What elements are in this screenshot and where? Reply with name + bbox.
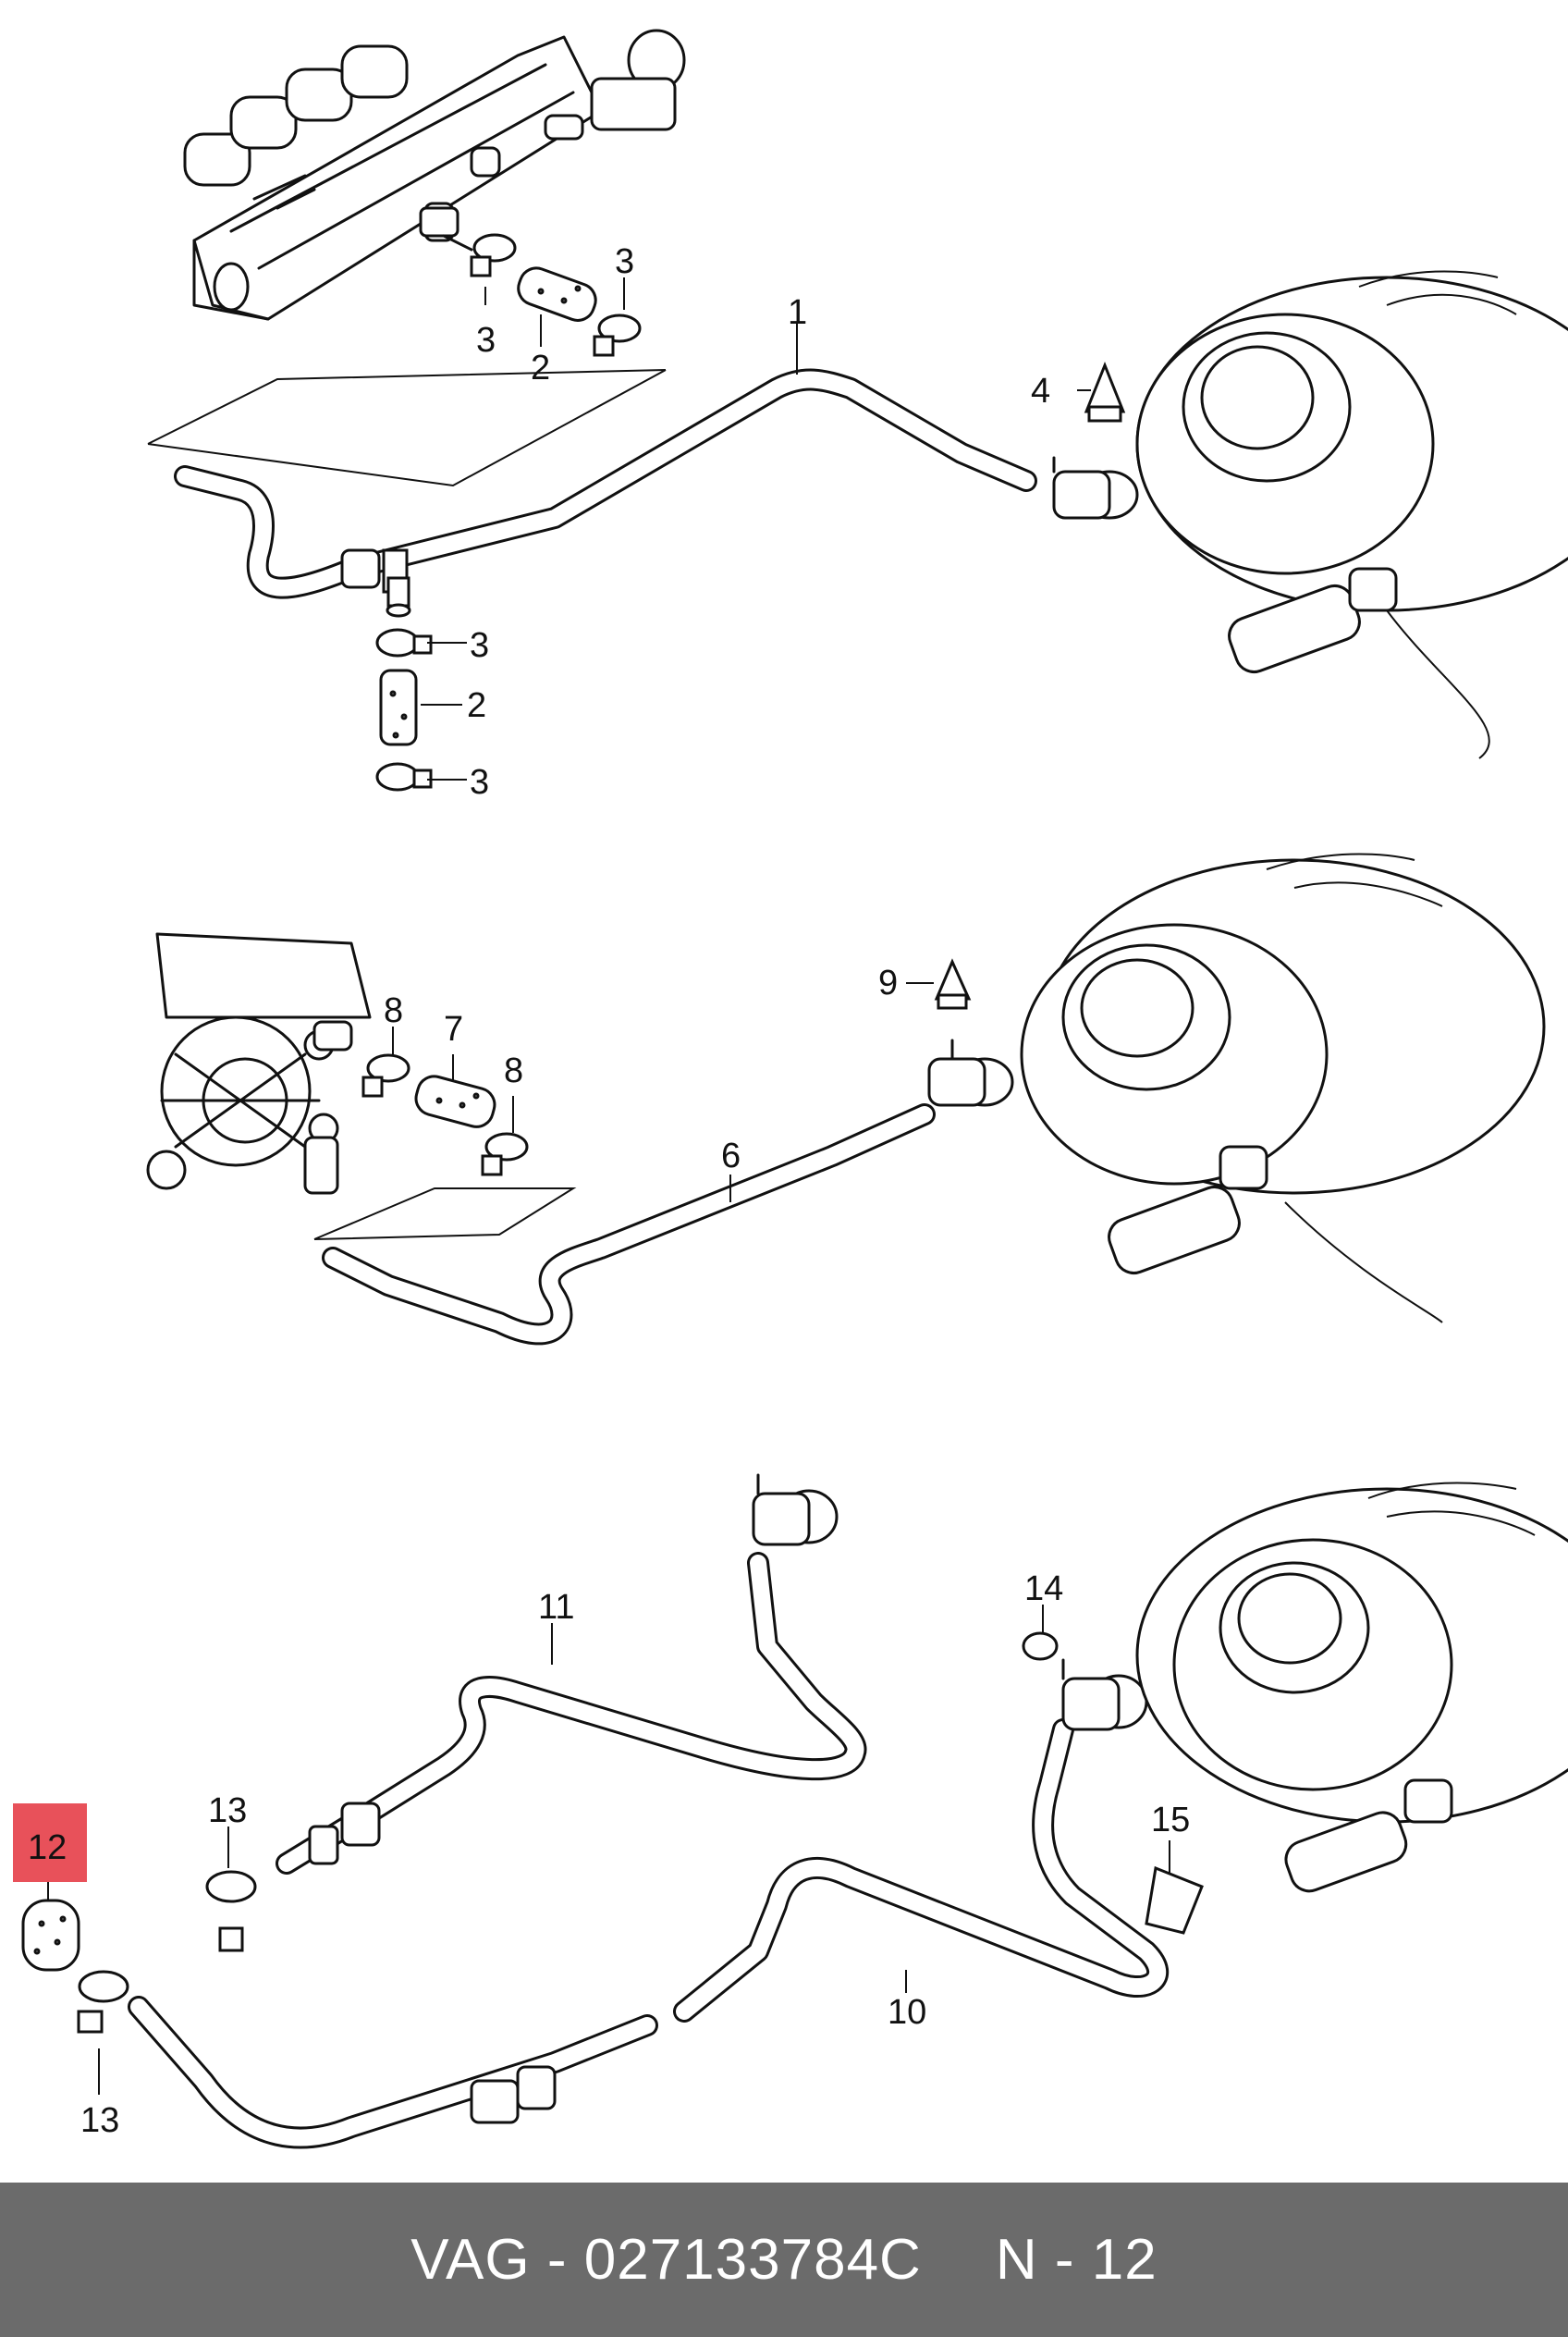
leaders-mid <box>392 982 934 1202</box>
vacuum-nipple-top <box>419 206 473 252</box>
check-valve-mid <box>927 1039 1014 1107</box>
footer-position: N - 12 <box>995 2228 1158 2292</box>
callout-6: 6 <box>721 1137 741 1175</box>
callout-14: 14 <box>1024 1569 1063 1608</box>
engine-intake-manifold <box>183 29 686 321</box>
callout-1: 1 <box>788 293 807 332</box>
callout-8b: 8 <box>504 1052 523 1090</box>
hose-clamp-13a <box>205 1870 257 1952</box>
callout-15: 15 <box>1151 1801 1190 1839</box>
callout-3a: 3 <box>615 242 634 281</box>
hose-clamp-8a <box>361 1053 410 1098</box>
leaders-bottom <box>98 1605 1170 2095</box>
callout-13b: 13 <box>80 2101 119 2140</box>
callout-3b: 3 <box>476 321 496 360</box>
vacuum-line-11 <box>276 1552 867 1875</box>
brake-booster-bottom <box>1135 1482 1568 1893</box>
callout-7: 7 <box>444 1010 463 1049</box>
check-valve-top <box>1052 456 1139 520</box>
callout-12: 12 <box>28 1828 67 1867</box>
engine-cylinder-head <box>146 932 372 1195</box>
callout-2b: 2 <box>467 686 486 725</box>
part-number-footer: VAG - 027133784C N - 12 <box>0 2183 1568 2337</box>
callout-9: 9 <box>878 964 898 1002</box>
hose-clamp-3a <box>470 233 517 277</box>
leaders-top <box>421 277 1091 781</box>
brake-booster-top <box>1135 270 1568 759</box>
callout-3c: 3 <box>470 626 489 665</box>
rubber-sleeve-7 <box>414 1075 496 1128</box>
brake-booster-mid <box>1020 853 1546 1323</box>
bracket-15 <box>1145 1865 1204 1935</box>
sleeve-12-highlight <box>13 1803 87 1972</box>
footer-part-number: VAG - 027133784C <box>410 2228 922 2292</box>
exploded-parts-diagram: 1 2 3 3 4 3 2 3 <box>13 29 1568 2149</box>
vacuum-line-1 <box>174 368 1037 599</box>
check-valve-hose10 <box>1061 1658 1148 1731</box>
callout-4: 4 <box>1031 372 1050 411</box>
callout-3d: 3 <box>470 763 489 802</box>
callout-10: 10 <box>888 1993 926 2032</box>
callout-13a: 13 <box>208 1791 247 1830</box>
callout-2a: 2 <box>531 349 550 387</box>
cap-9 <box>934 958 972 1010</box>
hose-clamp-8b <box>481 1132 529 1176</box>
rubber-sleeve-2a <box>517 266 597 322</box>
hose-clamp-3d <box>375 762 433 792</box>
hose-clamp-3c <box>375 628 433 658</box>
rubber-sleeve-2b <box>379 669 418 746</box>
vacuum-line-10 <box>128 1718 1170 2149</box>
cap-4 <box>1084 361 1126 423</box>
hose-clamp-3b <box>593 314 642 357</box>
t-piece-connector <box>386 576 411 618</box>
guide-lines-mid <box>313 1187 577 1240</box>
guide-lines-top <box>147 369 667 487</box>
clip-14 <box>1022 1631 1059 1661</box>
check-valve-hose11 <box>752 1473 839 1546</box>
connector-13b-clamp <box>77 1970 129 2034</box>
vacuum-line-6 <box>322 1103 936 1346</box>
callout-11: 11 <box>538 1588 574 1627</box>
callout-8a: 8 <box>384 991 403 1030</box>
